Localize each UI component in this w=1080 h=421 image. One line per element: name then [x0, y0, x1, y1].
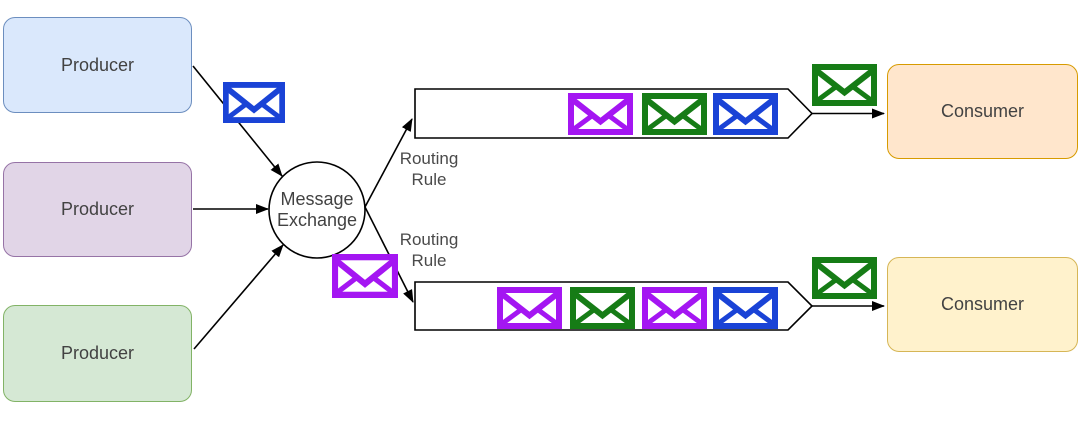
message-envelope-icon-purple [568, 93, 633, 135]
message-envelope-icon-blue [713, 93, 778, 135]
message-envelope-icon-purple [497, 287, 562, 329]
envelope-icon [568, 93, 633, 135]
envelope-icon [497, 287, 562, 329]
routing-rule-1-line2: Rule [411, 169, 447, 189]
routing-rule-2-label: Routing Rule [386, 230, 472, 271]
message-envelope-icon-purple [332, 254, 398, 298]
consumer-2-label: Consumer [940, 294, 1025, 314]
producer-2-box: Producer [3, 162, 192, 257]
message-envelope-icon-green [812, 64, 877, 106]
envelope-icon [713, 287, 778, 329]
envelope-icon [713, 93, 778, 135]
message-exchange-label: Message Exchange [269, 162, 365, 258]
message-envelope-icon-blue [223, 82, 285, 123]
message-exchange-label-line1: Message [280, 189, 354, 210]
arrow-producer3-to-exchange [193, 244, 284, 350]
producer-2-label: Producer [60, 199, 135, 219]
envelope-icon [570, 287, 635, 329]
producer-1-box: Producer [3, 17, 192, 113]
routing-rule-1-line1: Routing [399, 149, 459, 168]
message-envelope-icon-green [570, 287, 635, 329]
envelope-icon [642, 287, 707, 329]
routing-rule-1-label: Routing Rule [386, 149, 472, 190]
message-exchange-label-line2: Exchange [276, 210, 358, 230]
arrow-routing-rule-to-queue1 [364, 118, 413, 208]
envelope-icon [332, 254, 398, 298]
message-exchange-circle [268, 161, 366, 259]
message-envelope-icon-green [642, 93, 707, 135]
message-envelope-icon-blue [713, 287, 778, 329]
envelope-icon [812, 257, 877, 299]
envelope-icon [642, 93, 707, 135]
producer-1-label: Producer [60, 54, 135, 75]
consumer-2-box: Consumer [887, 257, 1078, 352]
envelope-icon [812, 64, 877, 106]
message-envelope-icon-green [812, 257, 877, 299]
routing-rule-2-line1: Routing [399, 230, 459, 249]
message-envelope-icon-purple [642, 287, 707, 329]
consumer-1-box: Consumer [887, 64, 1078, 159]
envelope-icon [223, 82, 285, 123]
routing-rule-2-line2: Rule [411, 250, 447, 270]
producer-3-box: Producer [3, 305, 192, 402]
consumer-1-label: Consumer [940, 101, 1025, 121]
producer-3-label: Producer [60, 343, 135, 363]
